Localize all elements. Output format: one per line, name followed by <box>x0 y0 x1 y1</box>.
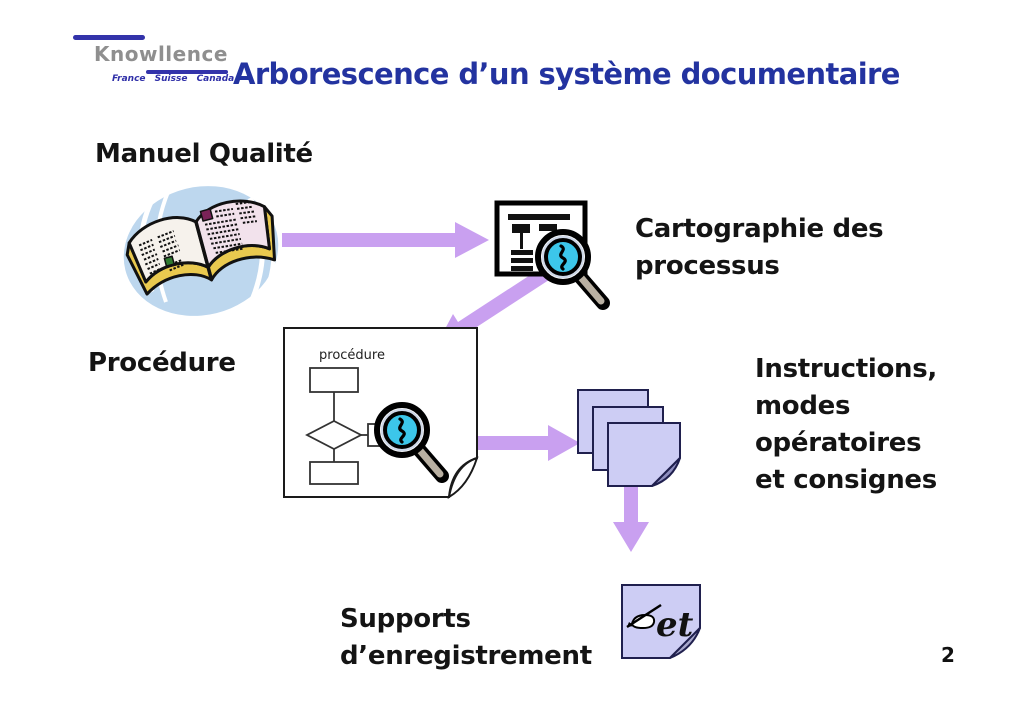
stacked-sheets-icon <box>577 389 681 487</box>
note-label: et <box>656 605 694 645</box>
label-cartographie: Cartographie des processus <box>635 214 884 281</box>
writing-note-icon: et <box>621 584 701 659</box>
arrow-book-to-cartographie <box>282 222 489 258</box>
writing-hand-icon <box>626 603 662 630</box>
procedure-doc-label: procédure <box>319 348 385 363</box>
open-book-icon <box>123 186 279 316</box>
logo-countries: France Suisse Canada <box>112 74 235 84</box>
label-manuel-qualite: Manuel Qualité <box>95 139 313 169</box>
logo-underline-bar <box>146 70 228 74</box>
arrow-cartographie-to-procedure <box>437 266 552 344</box>
process-map-doc-icon <box>494 200 603 303</box>
logo-top-bar <box>73 35 145 40</box>
page-number: 2 <box>941 643 955 667</box>
label-supports: Supports d’enregistrement <box>340 604 592 671</box>
label-procedure: Procédure <box>88 348 236 378</box>
magnifier-icon <box>538 232 603 303</box>
label-instructions: Instructions, modes opératoires et consi… <box>755 354 937 495</box>
logo-name: Knowllence <box>94 42 228 66</box>
arrow-sheets-to-note <box>613 456 649 552</box>
procedure-doc-icon: procédure <box>283 327 479 499</box>
arrow-procedure-to-instructions <box>452 425 580 461</box>
slide-title: Arborescence d’un système documentaire <box>233 57 900 91</box>
